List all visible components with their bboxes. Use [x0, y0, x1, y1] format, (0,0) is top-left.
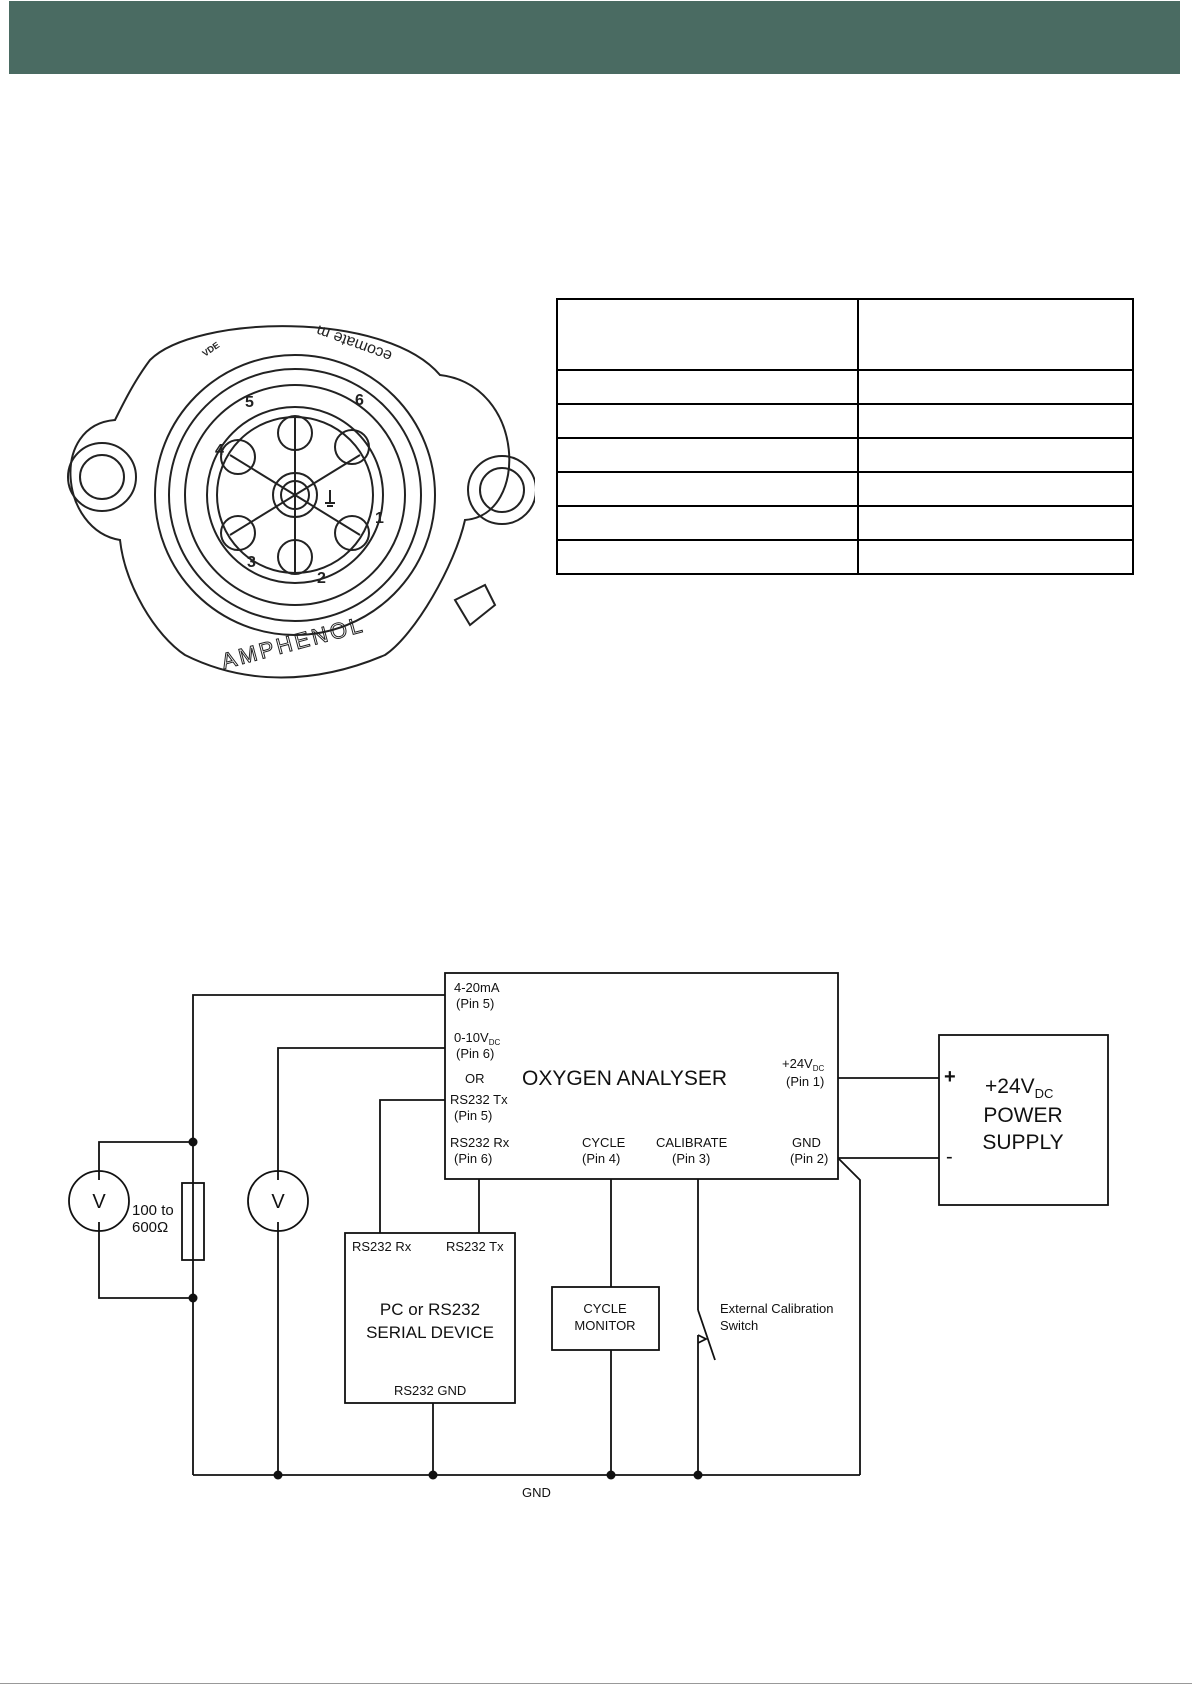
label-ext-cal-2: Switch [720, 1318, 758, 1333]
voltage-meter-symbol: V [271, 1191, 285, 1213]
pin-table [556, 298, 1134, 575]
label-cycle-monitor-1: CYCLE [583, 1301, 627, 1316]
current-meter-symbol: V [92, 1191, 106, 1213]
pc-box [344, 1232, 516, 1404]
table-row [556, 437, 1134, 473]
label-rs232-tx: RS232 Tx [450, 1092, 508, 1107]
label-calibrate-pin: (Pin 3) [672, 1151, 710, 1166]
table-cell [857, 403, 1134, 439]
label-pc-tx: RS232 Tx [446, 1239, 504, 1254]
label-rs232-rx: RS232 Rx [450, 1135, 510, 1150]
vde-mark: VDE [200, 340, 221, 359]
cycle-monitor-box [551, 1286, 660, 1351]
label-or: OR [465, 1071, 485, 1086]
table-cell [857, 298, 1134, 371]
table-cell [556, 298, 859, 371]
table-cell [556, 403, 859, 439]
table-row [556, 403, 1134, 439]
label-cycle-pin: (Pin 4) [582, 1151, 620, 1166]
table-cell [556, 437, 859, 473]
pc-title-2: SERIAL DEVICE [366, 1323, 494, 1342]
analyser-title: OXYGEN ANALYSER [522, 1067, 727, 1090]
label-resistor-2: 600Ω [132, 1219, 168, 1236]
label-ground-bus: GND [522, 1485, 551, 1500]
pin-number-2: 2 [317, 570, 326, 587]
psu-title-1: +24VDC [985, 1075, 1053, 1101]
bottom-rule [0, 1683, 1192, 1684]
pin-number-4: 4 [215, 442, 224, 459]
pin-number-5: 5 [245, 394, 254, 411]
power-supply-box [938, 1034, 1109, 1206]
wiring-diagram: 4-20mA (Pin 5) 0-10VDC (Pin 6) OR RS232 … [68, 972, 1109, 1500]
table-row [556, 369, 1134, 405]
table-cell [556, 539, 859, 575]
pin-number-6: 6 [355, 392, 364, 409]
psu-minus: - [946, 1146, 953, 1168]
psu-title-2: POWER [983, 1104, 1062, 1127]
current-meter [68, 1170, 130, 1232]
voltage-meter [247, 1170, 309, 1232]
table-cell [857, 471, 1134, 507]
pc-title-1: PC or RS232 [380, 1300, 480, 1319]
table-cell [857, 369, 1134, 405]
table-cell [556, 369, 859, 405]
label-gnd-pin: (Pin 2) [790, 1151, 828, 1166]
table-cell [857, 539, 1134, 575]
label-rs232-rx-pin: (Pin 6) [454, 1151, 492, 1166]
label-0-10v: 0-10VDC [454, 1030, 500, 1047]
table-cell [857, 437, 1134, 473]
label-4-20ma: 4-20mA [454, 980, 500, 995]
psu-title-3: SUPPLY [982, 1131, 1063, 1154]
label-resistor-1: 100 to [132, 1202, 174, 1219]
table-row [556, 539, 1134, 575]
label-gnd: GND [792, 1135, 821, 1150]
table-header-row [556, 298, 1134, 371]
label-pc-gnd: RS232 GND [394, 1383, 466, 1398]
pin-number-3: 3 [247, 554, 256, 571]
resistor [181, 1182, 205, 1261]
pin-number-1: 1 [375, 510, 384, 527]
label-cycle: CYCLE [582, 1135, 626, 1150]
analyser-box [444, 972, 839, 1180]
label-0-10v-pin: (Pin 6) [456, 1046, 494, 1061]
label-cycle-monitor-2: MONITOR [574, 1318, 635, 1333]
psu-plus: + [944, 1066, 956, 1088]
label-24v: +24VDC [782, 1056, 825, 1073]
label-4-20ma-pin: (Pin 5) [456, 996, 494, 1011]
label-pc-rx: RS232 Rx [352, 1239, 412, 1254]
header-bar [9, 1, 1180, 74]
table-cell [556, 505, 859, 541]
table-cell [857, 505, 1134, 541]
label-24v-pin: (Pin 1) [786, 1074, 824, 1089]
label-calibrate: CALIBRATE [656, 1135, 728, 1150]
table-row [556, 471, 1134, 507]
label-ext-cal-1: External Calibration [720, 1301, 833, 1316]
table-cell [556, 471, 859, 507]
connector-illustration: 1 2 3 4 5 6 AMPHENOL ecomate m VDE [67, 321, 535, 679]
table-row [556, 505, 1134, 541]
label-rs232-tx-pin: (Pin 5) [454, 1108, 492, 1123]
